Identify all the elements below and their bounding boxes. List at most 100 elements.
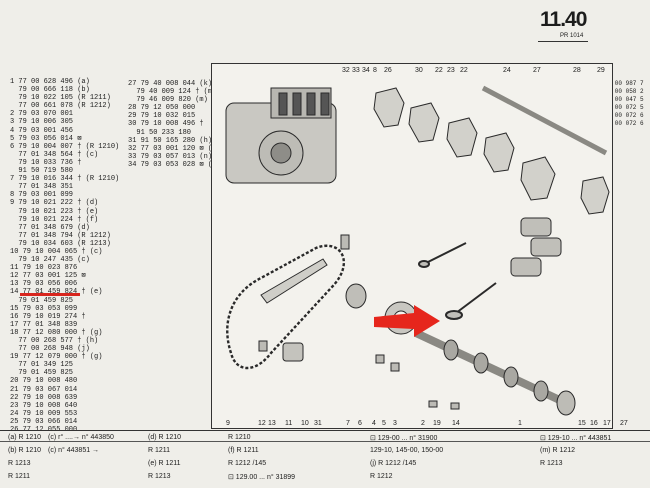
part-row: 77 01 348 794 (R 1212)	[10, 231, 111, 240]
part-row: 79 10 033 736 †	[10, 158, 82, 167]
part-row: 19 77 12 079 000 † (g)	[10, 353, 103, 362]
part-row: 77 00 661 078 (R 1212)	[10, 102, 111, 111]
parts-list-middle: 27 79 40 008 044 (k) 79 40 009 124 † (m)…	[128, 80, 221, 169]
part-row: 16 79 10 019 274 †	[10, 312, 86, 321]
part-row: 8 79 03 001 099	[10, 191, 74, 200]
callout-number: 28	[573, 67, 581, 74]
callout-number: 24	[503, 67, 511, 74]
part-row: 24 79 10 009 553	[10, 409, 78, 418]
part-row: 34 79 03 053 028 ⊠ (h)	[128, 160, 221, 169]
part-row: 32 77 03 001 120 ⊠ (h)	[128, 144, 221, 153]
callout-number: 12	[258, 420, 266, 427]
footnote-cell: (c) r° ....→ n° 443850	[48, 434, 114, 441]
part-row: 14 77 01 459 824 † (e)	[10, 288, 103, 297]
part-row: 10 79 10 004 065 † (c)	[10, 247, 103, 256]
footnote-cell: R 1213	[148, 473, 171, 480]
part-row: 31 91 50 165 280 (h)	[128, 136, 213, 145]
part-row: 79 40 009 124 † (m)	[128, 88, 217, 97]
rocker-arms-icon	[373, 87, 610, 215]
part-row: 13 79 03 056 006	[10, 280, 78, 289]
part-row: 28 79 12 050 000	[128, 104, 196, 113]
callout-number: 17	[603, 420, 611, 427]
callout-number: 23	[447, 67, 455, 74]
part-row: 20 79 10 008 480	[10, 377, 78, 386]
footnote-divider	[0, 430, 650, 431]
callout-number: 32	[342, 67, 350, 74]
part-row: 29 79 10 032 015	[128, 112, 196, 121]
callout-number: 22	[460, 67, 468, 74]
part-row: 77 01 348 564 † (c)	[10, 150, 99, 159]
red-underline-highlight	[20, 293, 80, 296]
part-row: 79 00 666 118 (b)	[10, 86, 90, 95]
footnote-cell: (a) R 1210	[8, 434, 42, 441]
footnote-cell: R 1210	[228, 434, 251, 441]
footnote-cell: (f) R 1211	[228, 447, 259, 454]
part-row: 22 79 10 008 639	[10, 393, 78, 402]
part-row: 2 79 03 070 001	[10, 110, 74, 119]
footnote-cell: (j) R 1212 /145	[370, 460, 417, 467]
part-row: 9 79 10 021 222 † (d)	[10, 199, 99, 208]
part-row: 6 79 10 004 007 † (R 1210)	[10, 142, 120, 151]
timing-chain-icon	[226, 244, 345, 370]
part-row: 77 01 348 351	[10, 183, 74, 192]
footnote-cell: (e) R 1211	[148, 460, 181, 467]
callout-number: 33	[352, 67, 360, 74]
footnote-cell: (b) R 1210	[8, 447, 42, 454]
part-row: 11 79 10 023 876	[10, 264, 78, 273]
page-number-rule	[538, 41, 588, 42]
footnote-divider-2	[0, 441, 650, 442]
part-row: 77 01 349 125	[10, 361, 74, 370]
callout-number: 4	[372, 420, 376, 427]
callout-number: 10	[301, 420, 309, 427]
footnote-cell: ⊡ 129-00 ... n° 31900	[370, 435, 438, 442]
footnote-cell: (m) R 1212	[540, 447, 576, 454]
footnote-cell: ⊡ 129.00 ... n° 31899	[228, 474, 296, 481]
part-row: 33 79 03 057 013 (n)	[128, 152, 213, 161]
callout-number: 7	[346, 420, 350, 427]
footnote-cell: (d) R 1210	[148, 434, 182, 441]
part-row: 79 10 021 224 † (f)	[10, 215, 99, 224]
part-row: 91 50 233 180	[128, 128, 192, 137]
valve-springs-icon	[510, 217, 562, 277]
part-row: 27 79 40 008 044 (k)	[128, 80, 213, 88]
engine-thumbnail-icon	[225, 87, 337, 184]
part-row: 91 50 719 580	[10, 167, 74, 176]
part-row: 77 00 268 948 (j)	[10, 345, 90, 354]
valves-icon	[418, 242, 497, 320]
footnote-cell: R 1213	[540, 460, 563, 467]
callout-number: 8	[373, 67, 377, 74]
part-row: 79 10 247 435 (c)	[10, 256, 90, 265]
footnote-cell: ⊡ 129-10 ... n° 443851	[540, 435, 612, 442]
part-row: 21 79 03 067 014	[10, 385, 78, 394]
part-row: 17 77 01 348 839	[10, 320, 78, 329]
callout-number: 13	[268, 420, 276, 427]
callout-number: 14	[452, 420, 460, 427]
part-row: 23 79 10 008 640	[10, 401, 78, 410]
red-highlight-arrow-icon	[374, 305, 440, 337]
part-row: 18 77 12 080 000 † (g)	[10, 328, 103, 337]
callout-number: 15	[578, 420, 586, 427]
callout-number: 19	[433, 420, 441, 427]
callout-number: 1	[518, 420, 522, 427]
part-row: 79 01 459 825	[10, 369, 74, 378]
callout-number: 30	[415, 67, 423, 74]
parts-list-left: 1 77 00 628 496 (a) 79 00 666 118 (b) 79…	[10, 78, 128, 434]
part-row: 4 79 03 001 456	[10, 126, 74, 135]
callout-number: 3	[393, 420, 397, 427]
part-row: 15 79 03 053 099	[10, 304, 78, 313]
part-row: 79 10 022 105 (R 1211)	[10, 94, 111, 103]
part-row: 30 79 10 008 496 †	[128, 120, 204, 129]
part-row: 3 79 10 006 305	[10, 118, 74, 127]
part-row: 5 79 03 056 014 ⊠	[10, 134, 82, 143]
footnote-cell: R 1211	[8, 473, 31, 480]
callout-number: 6	[358, 420, 362, 427]
part-row: 12 77 03 001 125 ⊠	[10, 272, 86, 281]
callout-number: 34	[362, 67, 370, 74]
footnote-cell: (c) n° 443851 →	[48, 447, 100, 454]
part-row: 79 10 034 603 (R 1213)	[10, 239, 111, 248]
part-row: 25 79 03 066 014	[10, 417, 78, 426]
part-row: 77 01 348 679 (d)	[10, 223, 90, 232]
page-subtitle: PR 1014	[560, 33, 584, 39]
part-row: 7 79 10 016 344 † (R 1210)	[10, 175, 120, 184]
